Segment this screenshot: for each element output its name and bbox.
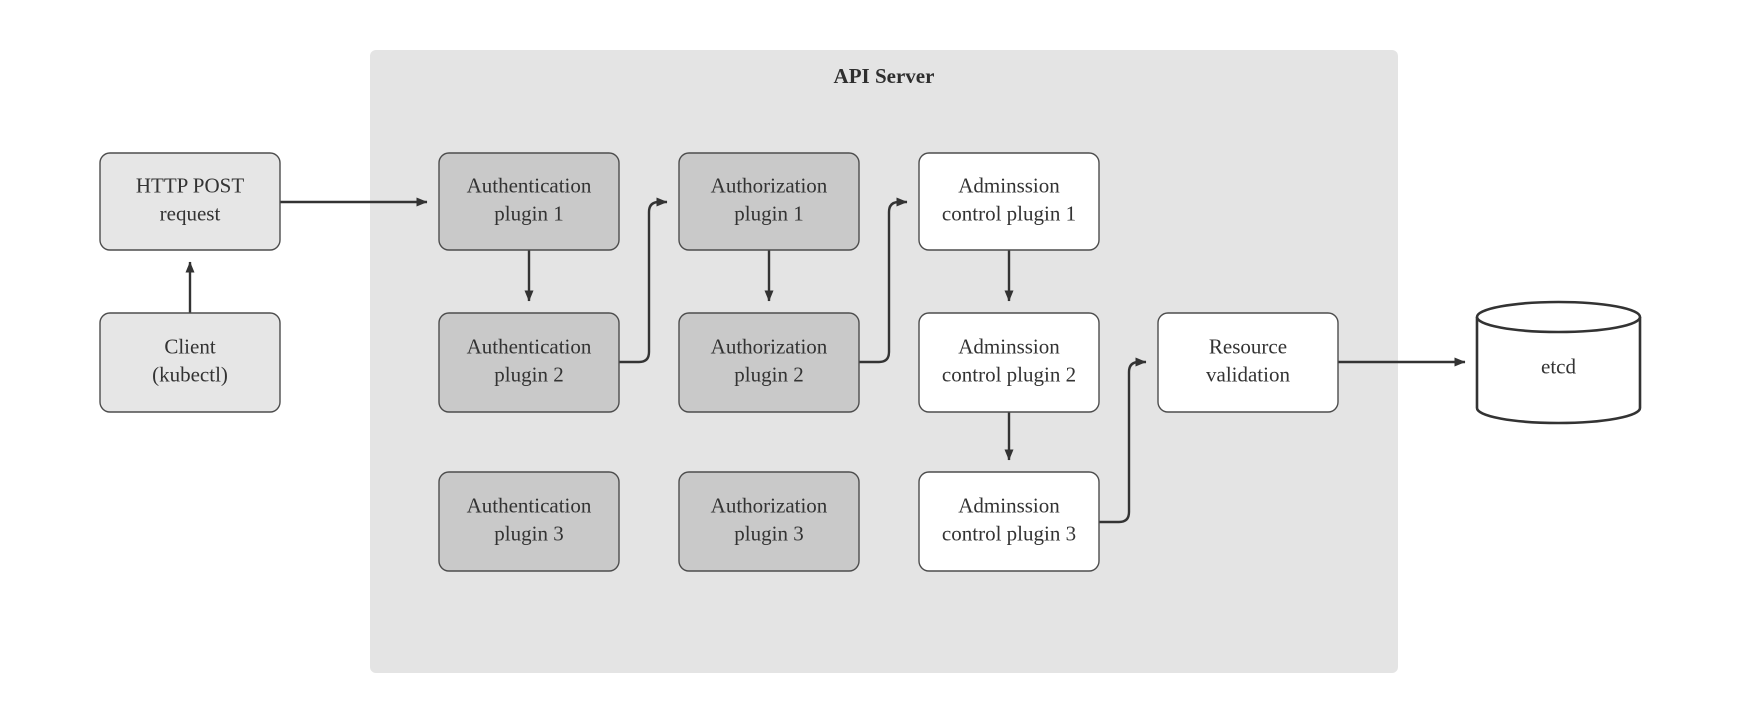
node-etcd-cylinder-body xyxy=(1475,300,1642,425)
node-adm3-label-line-2: control plugin 3 xyxy=(942,521,1076,545)
node-auth1-label-line-1: Authentication xyxy=(467,173,592,197)
node-client-shape xyxy=(99,312,281,413)
node-resource-validation-shape xyxy=(1157,312,1339,413)
node-adm1-label-line-2: control plugin 1 xyxy=(942,201,1076,225)
node-authz1-label-line-1: Authorization xyxy=(711,173,828,197)
node-authz3-shape xyxy=(678,471,860,572)
node-authz2-shape xyxy=(678,312,860,413)
node-auth1-label-line-2: plugin 1 xyxy=(494,201,563,225)
edge-adm3-to-resource-validation xyxy=(1099,357,1147,524)
diagram-nodes: Client(kubectl)HTTP POSTrequestAuthentic… xyxy=(99,152,1642,572)
node-http-post-label-line-1: HTTP POST xyxy=(136,173,244,197)
node-adm2-label-line-1: Adminssion xyxy=(958,334,1060,358)
node-auth2-label-line-1: Authentication xyxy=(467,334,592,358)
node-client[interactable]: Client (kubectl) xyxy=(99,312,281,413)
node-http-post-label-line-2: request xyxy=(160,201,221,225)
node-auth3-shape xyxy=(438,471,620,572)
node-http-post-shape xyxy=(99,152,281,251)
node-authz3-label-line-2: plugin 3 xyxy=(734,521,803,545)
connector-edges xyxy=(185,197,1466,524)
node-adm2[interactable]: Adminssion control plugin 2 xyxy=(918,312,1100,413)
node-resource-validation-label-line-2: validation xyxy=(1206,362,1290,386)
node-etcd-label: etcd xyxy=(1541,354,1576,378)
node-auth3-label-line-2: plugin 3 xyxy=(494,521,563,545)
node-auth1-shape xyxy=(438,152,620,251)
node-authz3-label-line-1: Authorization xyxy=(711,493,828,517)
node-adm3-label-line-1: Adminssion xyxy=(958,493,1060,517)
node-adm2-shape xyxy=(918,312,1100,413)
api-server-panel-title: API Server xyxy=(834,64,935,88)
node-authz1[interactable]: Authorization plugin 1 xyxy=(678,152,860,251)
node-authz3[interactable]: Authorization plugin 3 xyxy=(678,471,860,572)
edge-auth2-to-authz1 xyxy=(619,197,668,364)
node-http-post[interactable]: HTTP POST request xyxy=(99,152,281,251)
node-auth2-label-line-2: plugin 2 xyxy=(494,362,563,386)
node-adm1[interactable]: Adminssion control plugin 1 xyxy=(918,152,1100,251)
node-auth2-shape xyxy=(438,312,620,413)
node-adm2-label-line-2: control plugin 2 xyxy=(942,362,1076,386)
node-auth2[interactable]: Authentication plugin 2 xyxy=(438,312,620,413)
node-client-label-line-1: Client xyxy=(164,334,215,358)
node-authz1-label-line-2: plugin 1 xyxy=(734,201,803,225)
node-auth1[interactable]: Authentication plugin 1 xyxy=(438,152,620,251)
node-resource-validation[interactable]: Resource validation xyxy=(1157,312,1339,413)
node-authz2-label-line-1: Authorization xyxy=(711,334,828,358)
node-resource-validation-label-line-1: Resource xyxy=(1209,334,1287,358)
node-authz2-label-line-2: plugin 2 xyxy=(734,362,803,386)
node-adm1-label-line-1: Adminssion xyxy=(958,173,1060,197)
node-authz1-shape xyxy=(678,152,860,251)
node-auth3-label-line-1: Authentication xyxy=(467,493,592,517)
node-client-label-line-2: (kubectl) xyxy=(152,362,228,386)
node-etcd-cylinder-top-ellipse xyxy=(1475,316,1642,334)
node-adm1-shape xyxy=(918,152,1100,251)
node-authz2[interactable]: Authorization plugin 2 xyxy=(678,312,860,413)
node-adm3[interactable]: Adminssion control plugin 3 xyxy=(918,471,1100,572)
node-adm3-shape xyxy=(918,471,1100,572)
node-auth3[interactable]: Authentication plugin 3 xyxy=(438,471,620,572)
edge-authz2-to-adm1 xyxy=(859,197,908,364)
node-etcd[interactable]: etcd xyxy=(1475,300,1642,425)
